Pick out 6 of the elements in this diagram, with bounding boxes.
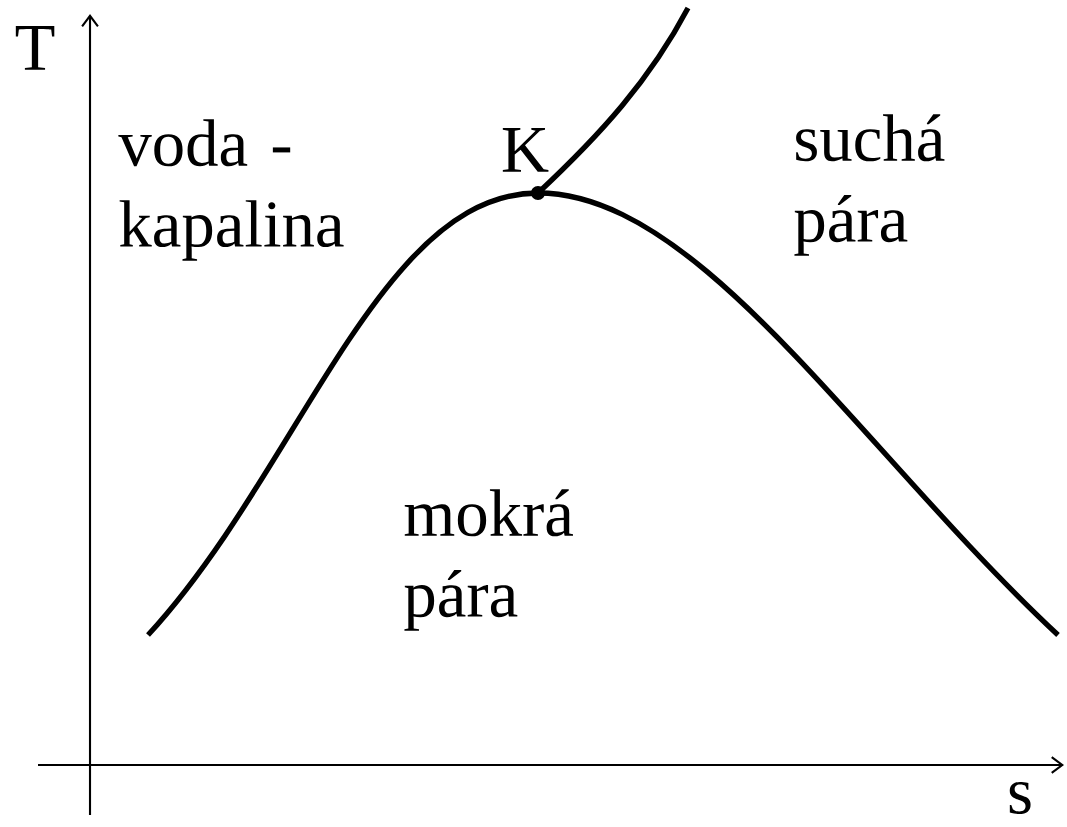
- axis-label: T: [15, 26, 55, 70]
- point-label: K: [502, 128, 549, 172]
- region-label: suchá pára: [794, 114, 945, 256]
- region-label: mokrá pára: [404, 489, 573, 631]
- region-label: voda - kapalina: [118, 119, 344, 261]
- axis-label: s: [1009, 781, 1031, 815]
